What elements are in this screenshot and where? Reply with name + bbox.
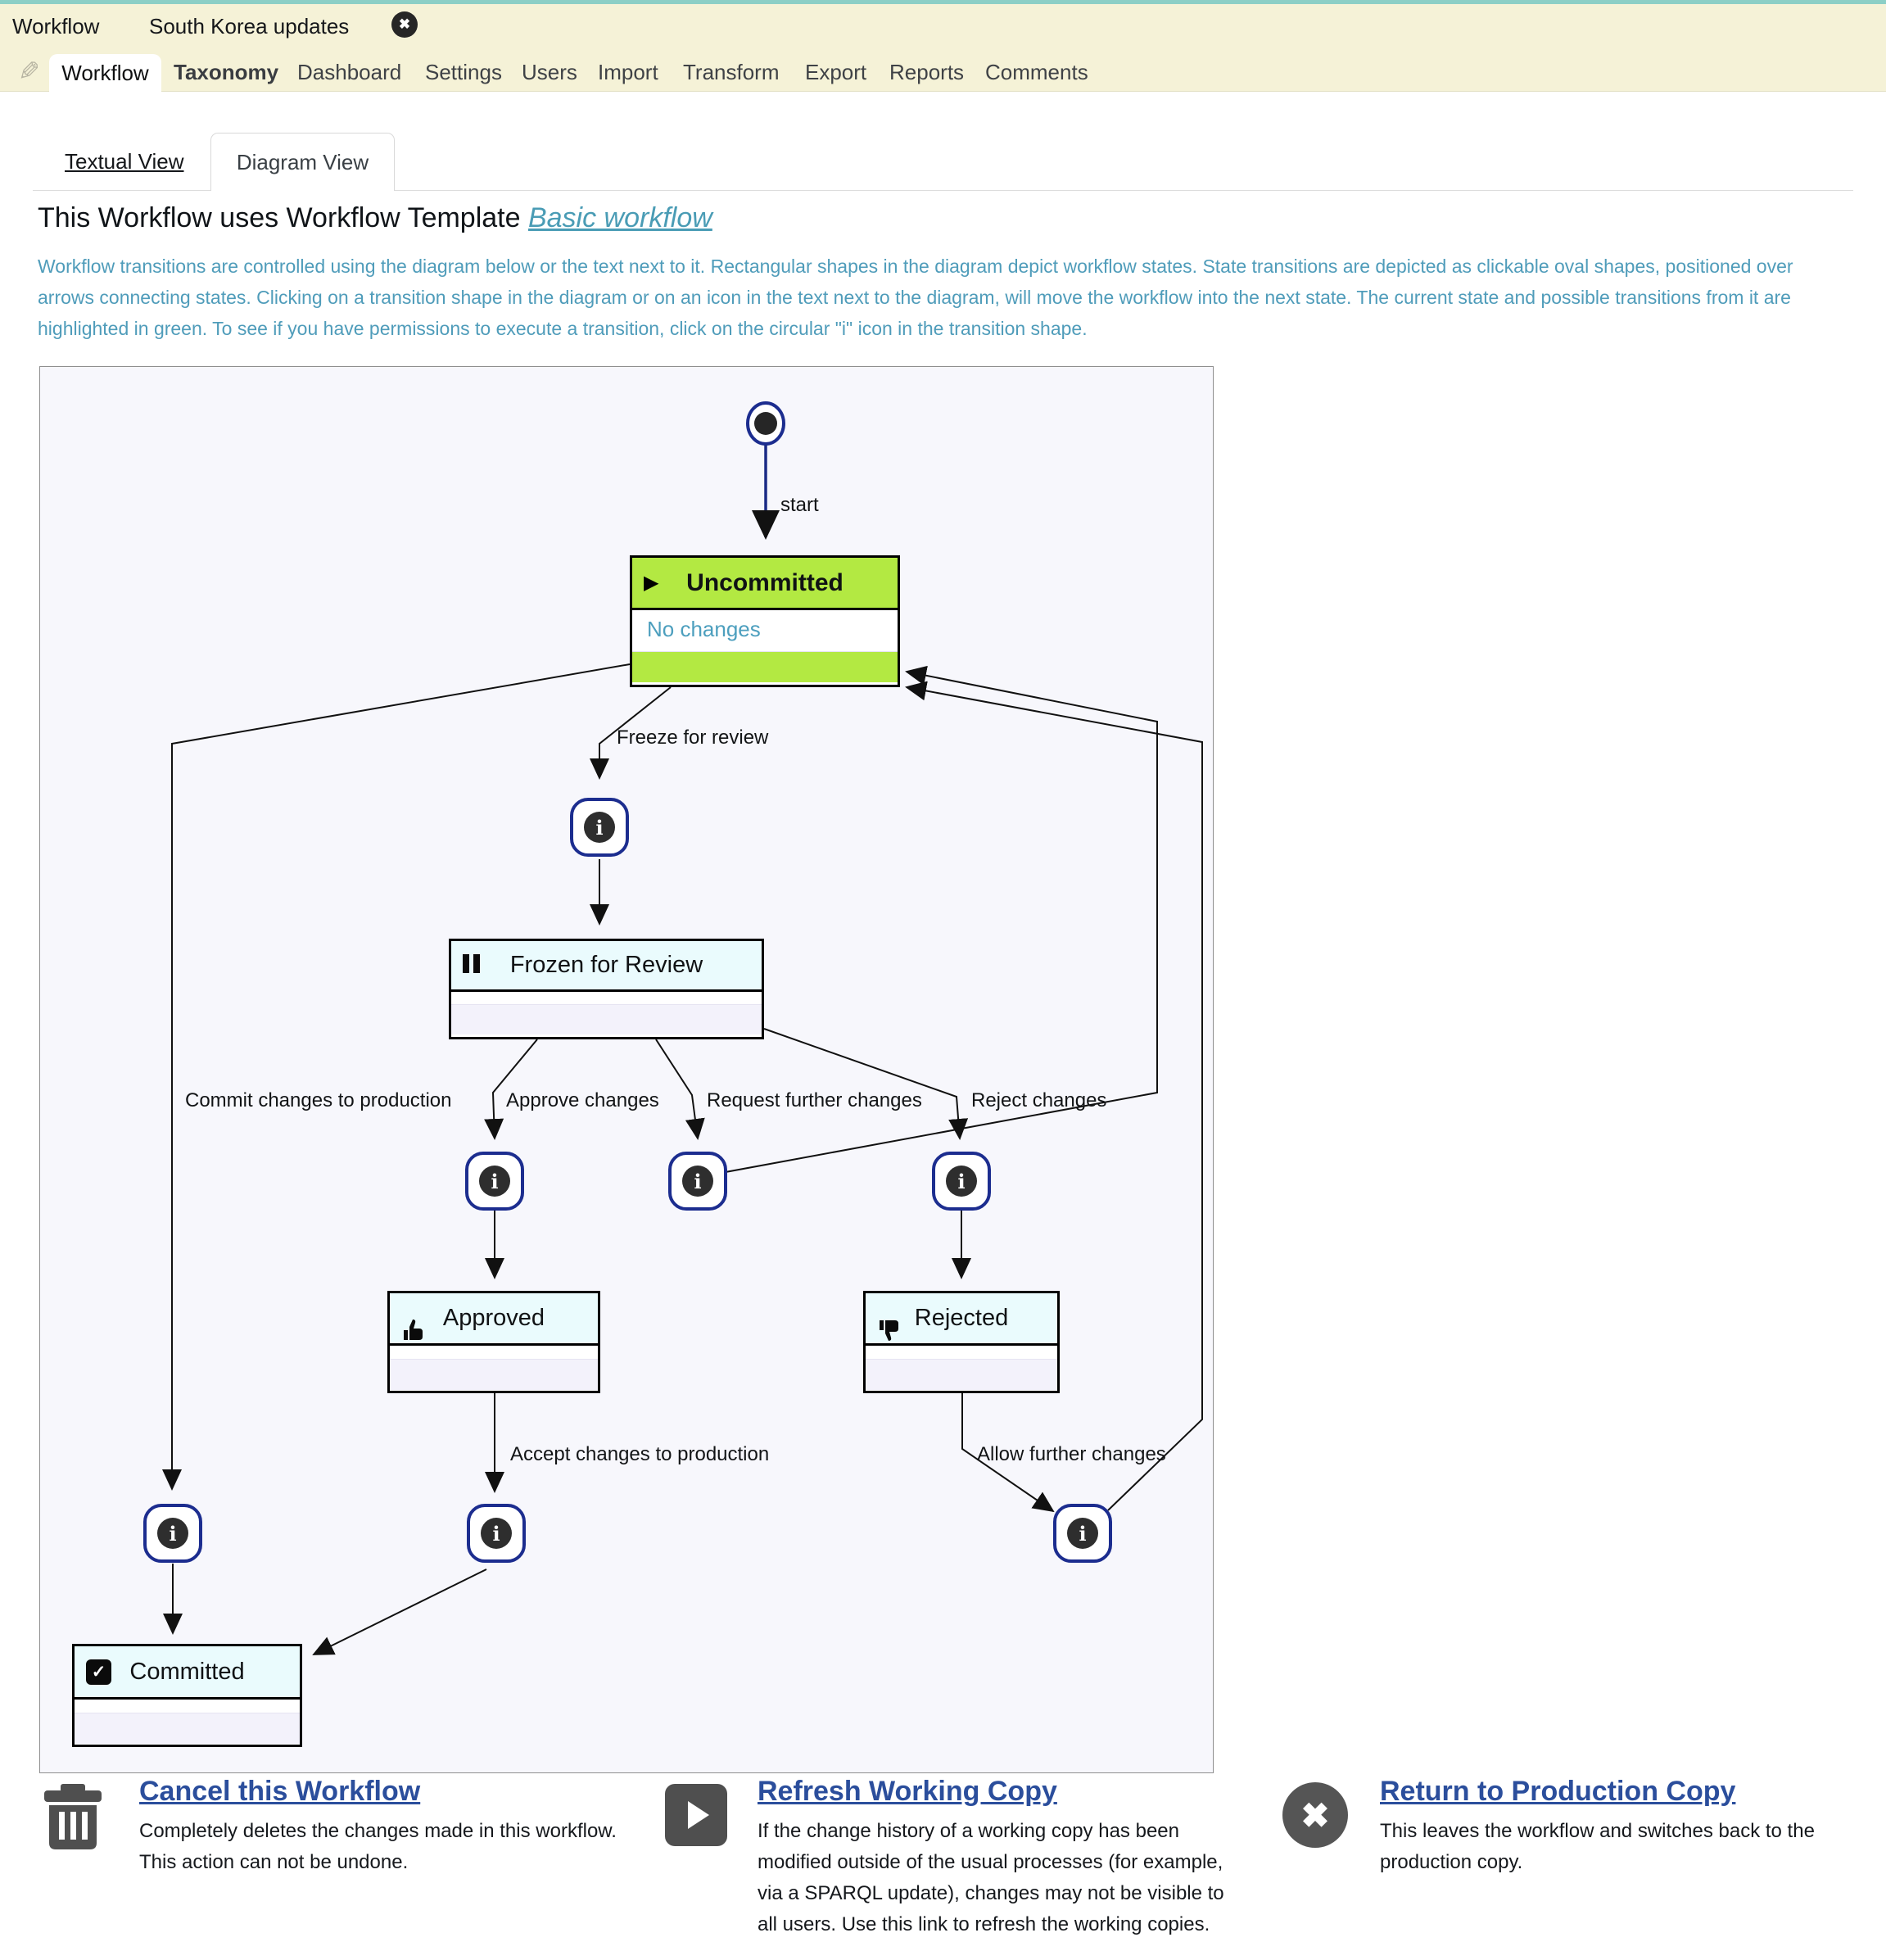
return-to-production-icon: ✖ <box>1282 1782 1348 1848</box>
state-committed: ✓ Committed <box>72 1644 302 1747</box>
top-accent-stripe <box>0 0 1886 4</box>
diagram-edges <box>162 401 1203 1655</box>
tab-settings[interactable]: Settings <box>425 60 502 84</box>
label-reject-changes: Reject changes <box>971 1089 1107 1111</box>
cancel-workflow-desc: Completely deletes the changes made in t… <box>139 1820 617 1873</box>
edge-frozen-reject <box>763 1028 969 1140</box>
info-icon[interactable]: i <box>584 812 615 843</box>
checkbox-icon: ✓ <box>86 1659 111 1685</box>
play-icon: ▶ <box>644 572 659 594</box>
refresh-working-copy-desc: If the change history of a working copy … <box>758 1820 1224 1935</box>
transition-accept-changes[interactable]: i <box>467 1504 526 1563</box>
action-return-to-production: Return to Production Copy This leaves th… <box>1380 1776 1886 1878</box>
return-to-production-link[interactable]: Return to Production Copy <box>1380 1776 1736 1807</box>
tab-dashboard[interactable]: Dashboard <box>297 60 402 84</box>
label-start: start <box>780 494 819 516</box>
state-strip <box>451 1004 762 1034</box>
pause-icon <box>463 953 484 977</box>
info-icon[interactable]: i <box>946 1166 977 1197</box>
tab-export[interactable]: Export <box>805 60 867 84</box>
state-strip <box>866 1359 1057 1390</box>
edge-rejected-allow <box>961 1393 1055 1513</box>
start-node-dot <box>754 412 777 435</box>
tab-taxonomy[interactable]: Taxonomy <box>174 60 279 84</box>
tab-transform[interactable]: Transform <box>683 60 780 84</box>
no-changes-link[interactable]: No changes <box>647 617 761 641</box>
tab-comments[interactable]: Comments <box>985 60 1088 84</box>
state-rejected: Rejected <box>863 1291 1060 1393</box>
state-name: Rejected <box>914 1305 1009 1331</box>
workflow-name: South Korea updates <box>149 14 350 38</box>
transition-reject-changes[interactable]: i <box>932 1152 991 1211</box>
tab-import[interactable]: Import <box>598 60 658 84</box>
return-to-production-desc: This leaves the workflow and switches ba… <box>1380 1820 1815 1873</box>
cancel-workflow-link[interactable]: Cancel this Workflow <box>139 1776 421 1807</box>
trash-icon <box>43 1784 103 1855</box>
page-title: This Workflow uses Workflow Template Bas… <box>38 202 712 234</box>
info-icon[interactable]: i <box>479 1166 510 1197</box>
tab-diagram-view-label: Diagram View <box>236 149 369 174</box>
workflow-intro-text: Workflow transitions are controlled usin… <box>38 256 1793 339</box>
state-frozen-for-review: Frozen for Review <box>449 939 764 1039</box>
page-title-text: This Workflow uses Workflow Template <box>38 202 528 233</box>
transition-allow-further-changes[interactable]: i <box>1053 1504 1112 1563</box>
info-icon[interactable]: i <box>481 1518 512 1549</box>
info-icon[interactable]: i <box>157 1518 188 1549</box>
label-request-further-changes: Request further changes <box>707 1089 922 1111</box>
state-strip <box>390 1359 598 1390</box>
info-icon[interactable]: i <box>1067 1518 1098 1549</box>
tab-diagram-view[interactable]: Diagram View <box>210 133 395 191</box>
state-name: Uncommitted <box>686 568 843 596</box>
close-workflow-icon[interactable]: ✖ <box>391 11 418 38</box>
action-refresh-working-copy: Refresh Working Copy If the change histo… <box>758 1776 1241 1940</box>
tab-reports[interactable]: Reports <box>889 60 965 84</box>
state-name: Committed <box>129 1658 245 1685</box>
edge-request-uncommitted <box>725 665 1158 1173</box>
pencil-icon: ✎ <box>18 57 40 86</box>
label-accept-changes: Accept changes to production <box>510 1443 770 1465</box>
edge-frozen-request <box>655 1039 705 1140</box>
state-uncommitted: ▶ Uncommitted No changes <box>630 555 900 687</box>
label-allow-further-changes: Allow further changes <box>977 1443 1166 1465</box>
label-freeze-for-review: Freeze for review <box>617 727 769 749</box>
workflow-template-link[interactable]: Basic workflow <box>527 202 712 233</box>
edge-frozen-approve <box>484 1039 538 1140</box>
state-strip <box>632 651 898 682</box>
tab-workflow[interactable]: Workflow <box>49 54 161 93</box>
label-approve-changes: Approve changes <box>506 1089 659 1111</box>
state-name: Approved <box>442 1305 545 1331</box>
action-cancel-workflow: Cancel this Workflow Completely deletes … <box>139 1776 631 1878</box>
label-commit-changes: Commit changes to production <box>185 1089 452 1111</box>
transition-freeze-for-review[interactable]: i <box>570 798 629 857</box>
state-name: Frozen for Review <box>509 952 703 978</box>
info-icon[interactable]: i <box>682 1166 713 1197</box>
state-approved: Approved <box>387 1291 600 1393</box>
workflow-titlebar: Workflow South Korea updates ✖ <box>0 4 1886 51</box>
state-strip <box>75 1713 300 1744</box>
tab-users[interactable]: Users <box>522 60 577 84</box>
transition-request-further-changes[interactable]: i <box>668 1152 727 1211</box>
view-tabs-divider <box>33 190 1853 191</box>
main-tab-bar: ✎ Workflow Taxonomy Dashboard Settings U… <box>0 51 1886 93</box>
edge-accept-committed <box>312 1568 487 1655</box>
edge-allow-uncommitted <box>905 681 1203 1511</box>
titlebar-label: Workflow <box>12 14 100 38</box>
workflow-diagram: start Freeze for review Commit changes t… <box>39 366 1214 1773</box>
transition-commit-changes[interactable]: i <box>143 1504 202 1563</box>
refresh-working-copy-icon <box>665 1784 727 1846</box>
edge-uncommitted-commit <box>162 663 631 1491</box>
refresh-working-copy-link[interactable]: Refresh Working Copy <box>758 1776 1057 1807</box>
edge-uncommitted-freeze <box>590 686 672 780</box>
transition-approve-changes[interactable]: i <box>465 1152 524 1211</box>
tab-textual-view[interactable]: Textual View <box>65 149 184 174</box>
